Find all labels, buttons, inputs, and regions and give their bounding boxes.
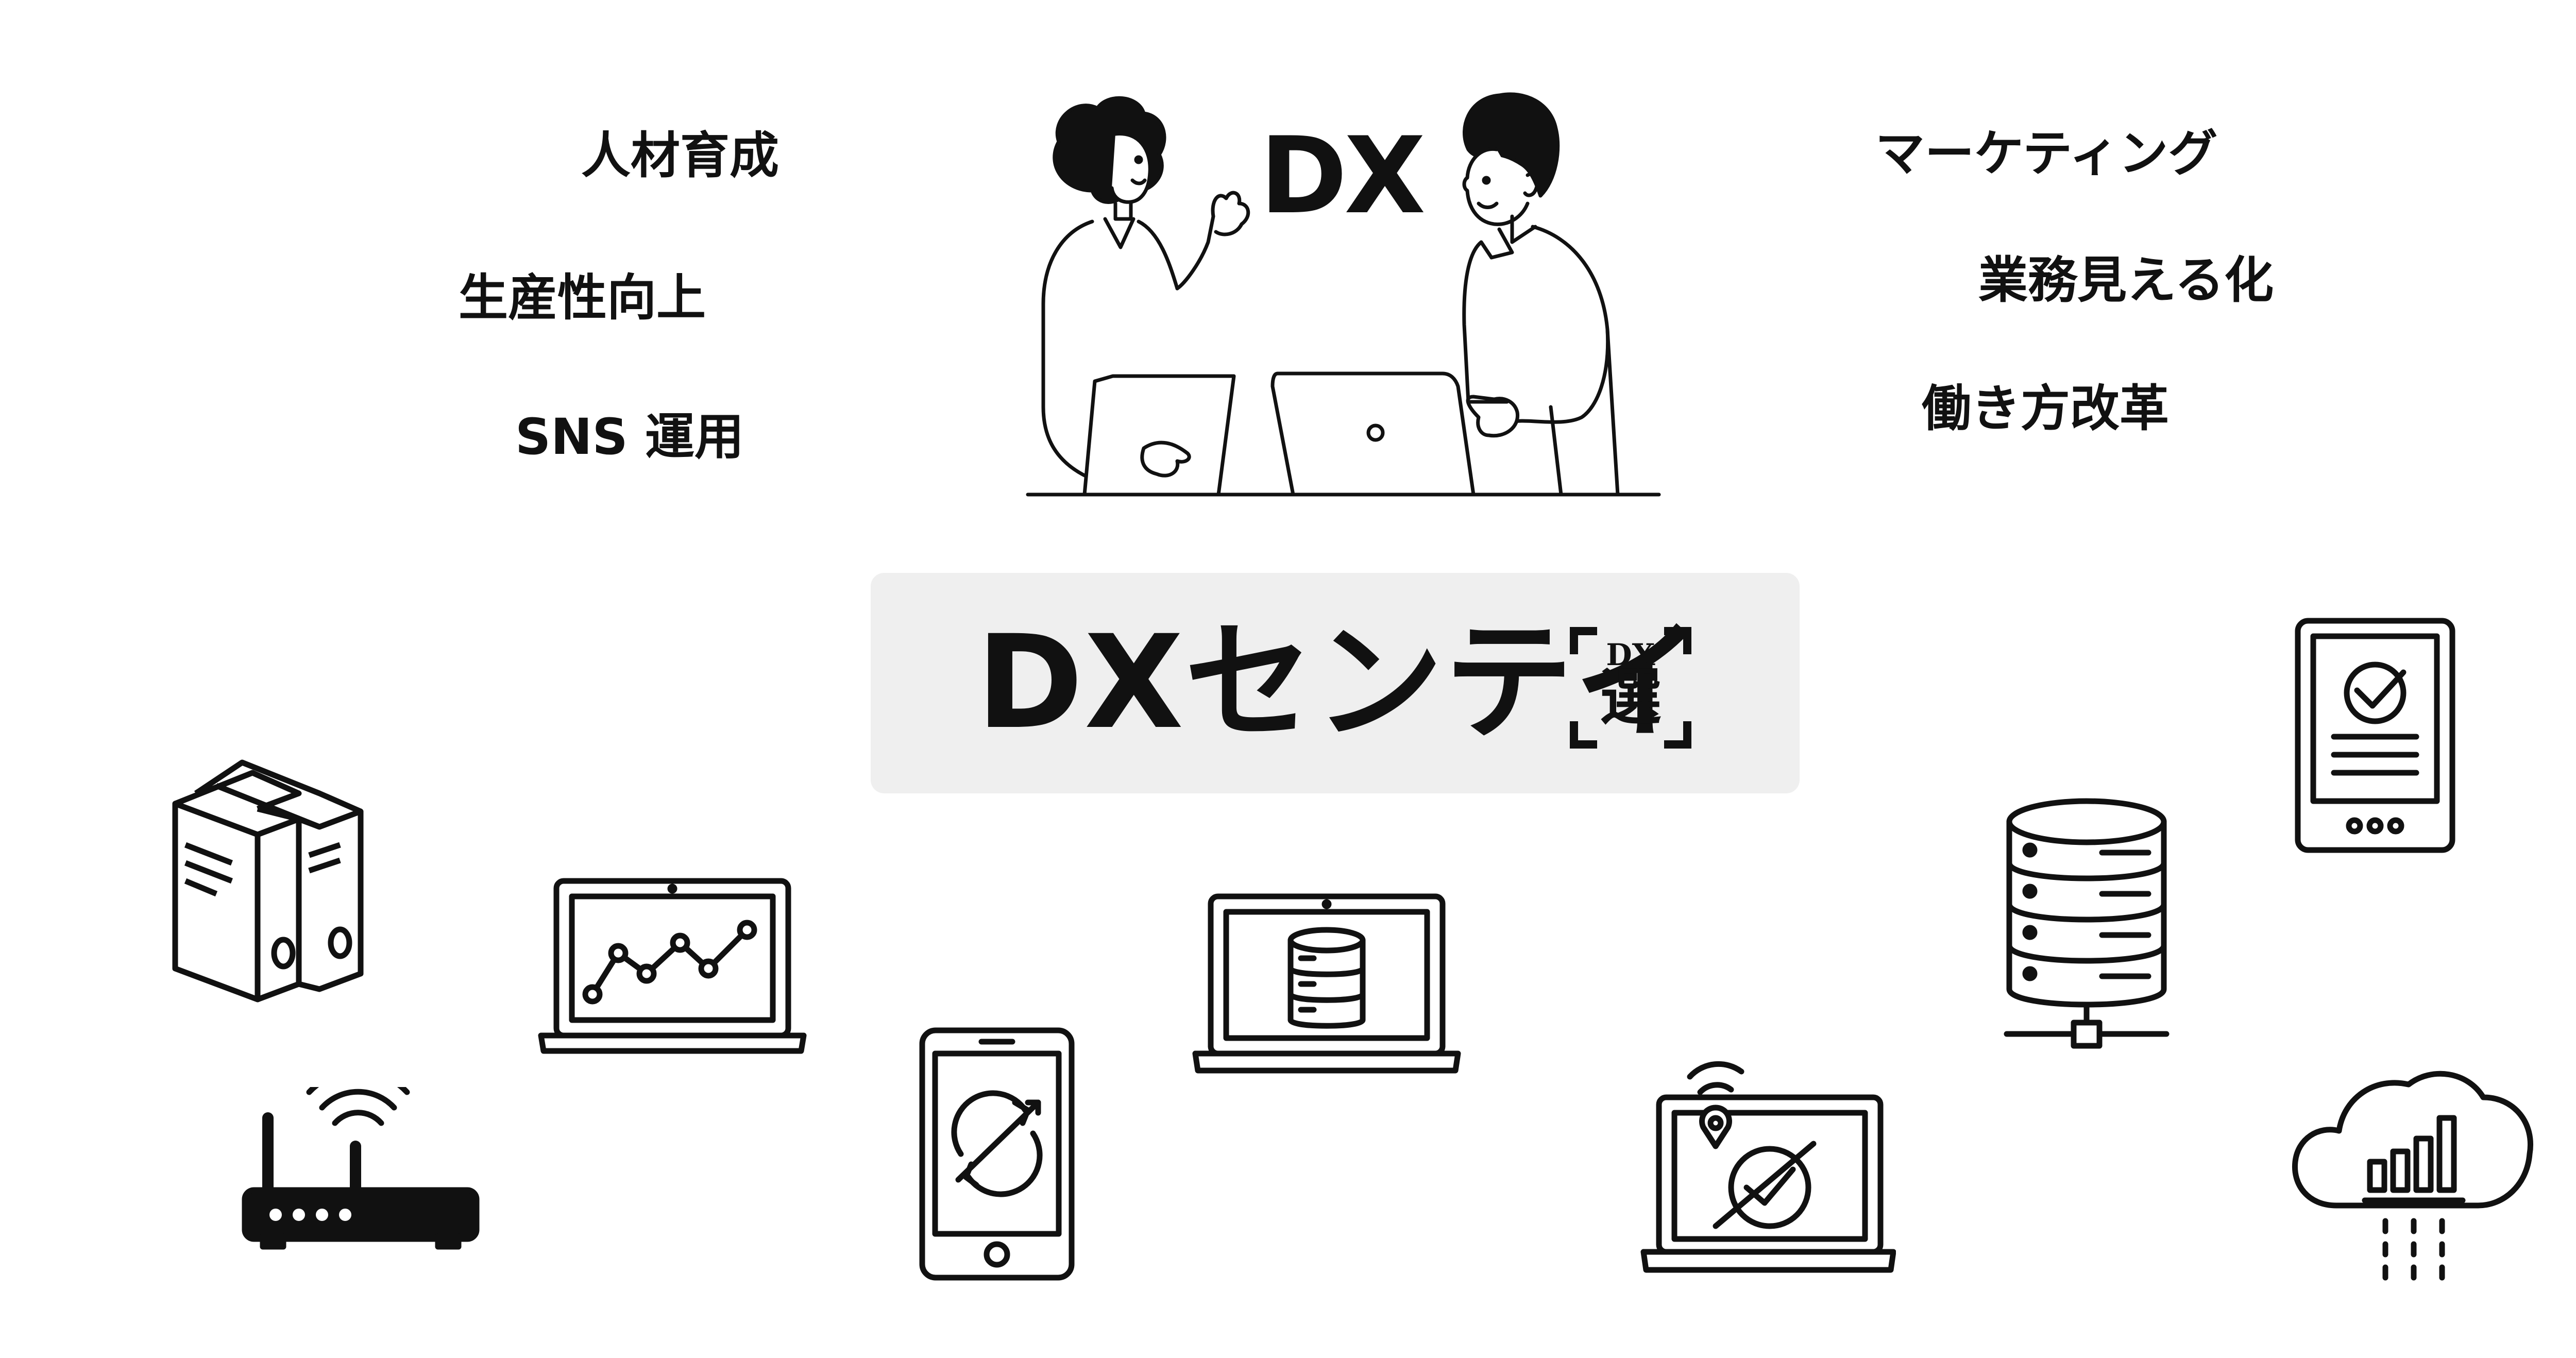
logo-seal-frame	[1570, 627, 1691, 749]
tablet-document-check-icon	[2295, 618, 2455, 853]
keyword-hr-development: 人材育成	[581, 127, 779, 184]
keyword-work-reform: 働き方改革	[1922, 380, 2169, 437]
people-illustration	[1026, 92, 1661, 497]
wifi-router-icon	[242, 1087, 480, 1250]
logo-seal-top: DX	[1606, 637, 1655, 672]
smartphone-refresh-icon	[919, 1027, 1075, 1281]
server-database-icon	[2004, 798, 2170, 1049]
cloud-chart-icon	[2292, 1071, 2533, 1281]
keyword-visualization: 業務見える化	[1978, 251, 2274, 309]
keyword-sns: SNS 運用	[515, 408, 744, 466]
logo-seal: DX 選	[1587, 640, 1674, 728]
keyword-productivity: 生産性向上	[459, 269, 706, 327]
laptop-chart-icon	[538, 878, 807, 1054]
logo-text: DXセンテイ	[976, 607, 1704, 757]
logo-seal-main: 選	[1600, 661, 1662, 734]
dx-heading: DX	[1260, 115, 1426, 237]
laptop-database-icon	[1192, 893, 1461, 1074]
binders-icon	[172, 759, 364, 1003]
keyword-marketing: マーケティング	[1875, 125, 2218, 182]
logo-banner	[871, 573, 1800, 793]
laptop-location-check-icon	[1640, 1061, 1896, 1273]
